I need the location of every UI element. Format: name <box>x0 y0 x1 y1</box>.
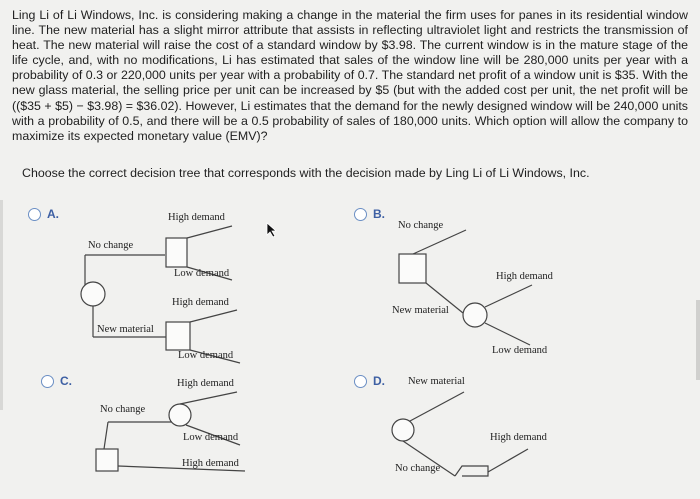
tree-c-label-high-demand-1: High demand <box>177 378 234 389</box>
tree-a-label-low-demand-2: Low demand <box>178 350 234 361</box>
tree-b-label-new-material: New material <box>392 305 449 316</box>
tree-a-branch-low-2 <box>189 349 241 364</box>
tree-a-decision-node <box>80 281 106 307</box>
tree-d-branch-new-material <box>409 391 465 422</box>
option-a[interactable]: A. <box>28 207 59 221</box>
tree-b-square-node <box>398 253 427 284</box>
option-a-letter: A. <box>47 207 59 221</box>
tree-d-label-high-demand: High demand <box>490 432 547 443</box>
tree-b-branch-high <box>484 284 533 308</box>
tree-a-label-high-demand-1: High demand <box>168 212 225 223</box>
tree-d-circle-node <box>391 418 415 442</box>
tree-c-label-high-demand-2: High demand <box>182 458 239 469</box>
tree-b <box>398 229 533 346</box>
tree-a-chance-node-1 <box>165 237 188 268</box>
option-c-letter: C. <box>60 374 72 388</box>
tree-a-label-new-material: New material <box>97 324 154 335</box>
tree-b-branch-low <box>484 322 531 346</box>
tree-a-branch-low-1 <box>186 266 233 281</box>
tree-b-branch-new-material <box>425 282 464 314</box>
tree-b-label-high-demand: High demand <box>496 271 553 282</box>
tree-b-circle-node <box>462 302 488 328</box>
tree-a <box>80 225 241 364</box>
tree-d-branch-no-change <box>402 440 456 477</box>
option-c-radio[interactable] <box>41 374 54 388</box>
tree-c-square-node <box>95 448 119 472</box>
option-d-letter: D. <box>373 374 385 388</box>
tree-c-branch-high-2 <box>117 465 246 472</box>
option-c[interactable]: C. <box>41 374 72 388</box>
option-b-radio[interactable] <box>354 207 367 221</box>
tree-c-label-low-demand: Low demand <box>183 432 239 443</box>
tree-c <box>95 391 246 472</box>
option-b[interactable]: B. <box>354 207 385 221</box>
tree-a-branch-high-2 <box>189 309 238 323</box>
question-text: Ling Li of Li Windows, Inc. is consideri… <box>12 8 688 143</box>
option-d[interactable]: D. <box>354 374 385 388</box>
tree-b-branch-no-change <box>412 229 467 255</box>
tree-b-label-no-change: No change <box>398 220 444 231</box>
tree-c-branch-high-1 <box>179 391 238 405</box>
tree-d-label-no-change: No change <box>395 463 441 474</box>
instruction-text: Choose the correct decision tree that co… <box>22 166 590 180</box>
tree-d <box>391 391 529 477</box>
tree-a-branch-high-1 <box>186 225 233 239</box>
tree-b-label-low-demand: Low demand <box>492 345 548 356</box>
tree-a-label-low-demand-1: Low demand <box>174 268 230 279</box>
tree-c-branch-low <box>185 424 241 446</box>
tree-c-circle-node <box>168 403 192 427</box>
tree-c-label-no-change: No change <box>100 404 146 415</box>
tree-a-label-no-change: No change <box>88 240 134 251</box>
option-a-radio[interactable] <box>28 207 41 221</box>
tree-a-chance-node-2 <box>165 321 191 351</box>
tree-d-square-node <box>454 465 489 477</box>
page-edge-shadow-left <box>0 200 3 410</box>
page-edge-shadow-right <box>696 300 700 380</box>
option-d-radio[interactable] <box>354 374 367 388</box>
tree-d-label-new-material: New material <box>408 376 465 387</box>
option-b-letter: B. <box>373 207 385 221</box>
tree-d-branch-high <box>487 448 529 473</box>
mouse-pointer-icon <box>266 222 278 238</box>
tree-a-label-high-demand-2: High demand <box>172 297 229 308</box>
